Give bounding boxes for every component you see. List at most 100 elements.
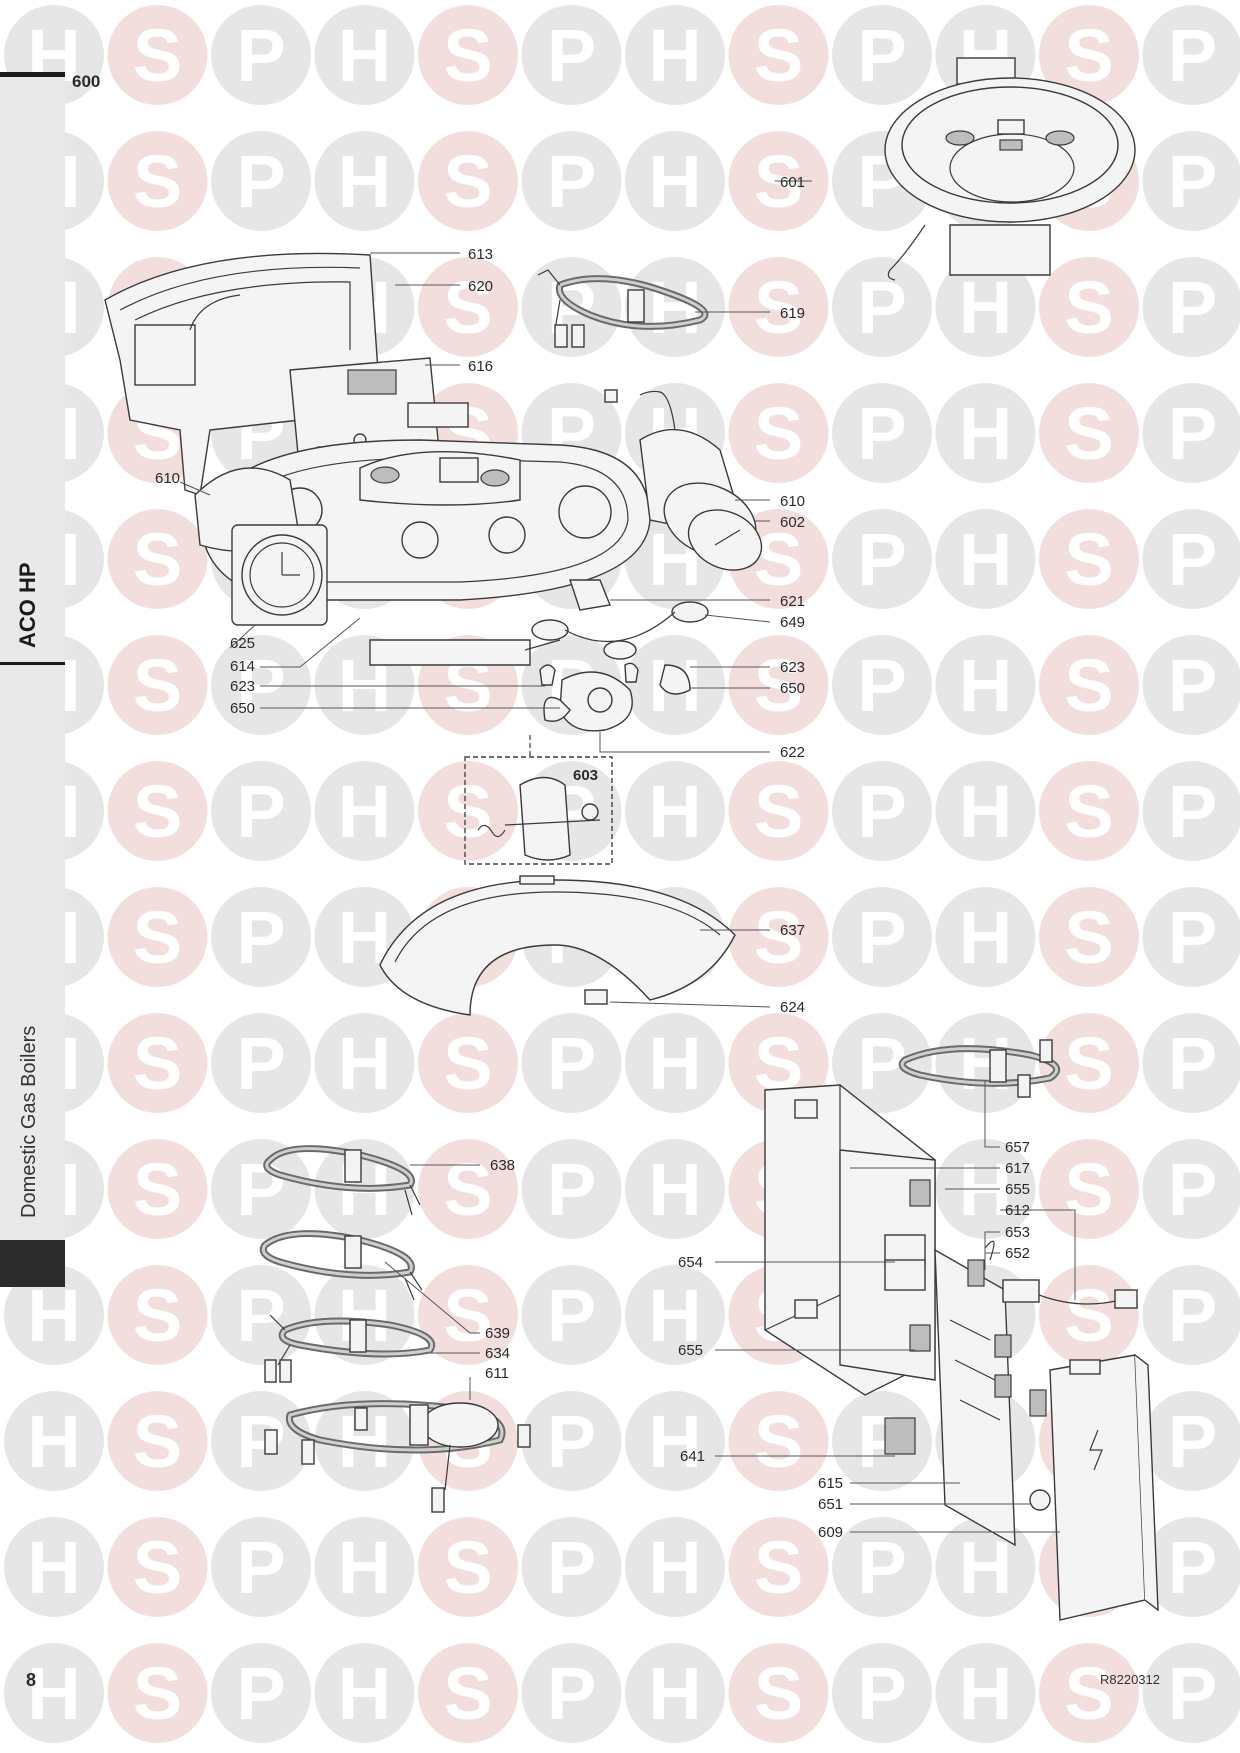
svg-text:S: S — [754, 1400, 803, 1483]
callout-655-lower: 655 — [678, 1342, 703, 1359]
svg-text:S: S — [133, 1274, 182, 1357]
callout-614: 614 — [230, 658, 255, 675]
svg-text:P: P — [857, 392, 906, 475]
watermark-logo: S — [1039, 509, 1139, 609]
watermark-logo: S — [1039, 257, 1139, 357]
callout-609: 609 — [818, 1524, 843, 1541]
callout-624: 624 — [780, 999, 805, 1016]
watermark-logo: P — [1142, 761, 1240, 861]
wiring-harness-611 — [264, 1400, 531, 1513]
callout-637: 637 — [780, 922, 805, 939]
svg-text:P: P — [1168, 770, 1217, 853]
callout-623-right: 623 — [780, 659, 805, 676]
watermark-logo: S — [107, 1643, 208, 1743]
watermark-logo: S — [728, 887, 829, 987]
watermark-logo: S — [418, 1013, 518, 1113]
leader-lines — [179, 180, 1076, 1533]
svg-text:P: P — [547, 1274, 596, 1357]
svg-text:P: P — [236, 1022, 285, 1105]
watermark-logo: P — [832, 383, 932, 483]
watermark-logo: S — [1039, 383, 1139, 483]
callout-625: 625 — [230, 635, 255, 652]
svg-text:H: H — [959, 1652, 1012, 1735]
watermark-logo: P — [521, 131, 622, 231]
svg-text:P: P — [236, 140, 285, 223]
watermark-logo: S — [107, 761, 208, 861]
svg-text:P: P — [1168, 1652, 1217, 1735]
watermark-logo: S — [107, 1265, 208, 1365]
svg-text:H: H — [338, 1022, 391, 1105]
svg-text:H: H — [648, 14, 701, 97]
svg-text:S: S — [133, 770, 182, 853]
watermark-logo: S — [728, 635, 829, 735]
callout-622: 622 — [780, 744, 805, 761]
svg-text:P: P — [547, 1400, 596, 1483]
watermark-logo: P — [1142, 1643, 1240, 1743]
svg-text:P: P — [1168, 644, 1217, 727]
watermark-logo: S — [418, 131, 518, 231]
watermark-logo: S — [107, 509, 208, 609]
watermark-logo: S — [107, 1517, 208, 1617]
svg-text:H: H — [338, 1526, 391, 1609]
watermark-logo: P — [832, 761, 932, 861]
watermark-logo: H — [625, 761, 725, 861]
cable-634 — [264, 1314, 436, 1383]
watermark-logo: S — [107, 887, 208, 987]
svg-text:P: P — [1168, 1148, 1217, 1231]
watermark-logo: P — [521, 1013, 622, 1113]
callout-616: 616 — [468, 358, 493, 375]
callout-619: 619 — [780, 305, 805, 322]
callout-617: 617 — [1005, 1160, 1030, 1177]
watermark-logo: P — [211, 1643, 311, 1743]
svg-text:S: S — [133, 140, 182, 223]
svg-text:S: S — [1064, 1652, 1113, 1735]
watermark-logo: H — [935, 1643, 1036, 1743]
watermark-logo: H — [4, 1643, 104, 1743]
watermark-logo: H — [625, 1643, 725, 1743]
callout-623-left: 623 — [230, 678, 255, 695]
watermark-logo: S — [1039, 1139, 1139, 1239]
watermark-logo: P — [211, 1517, 311, 1617]
watermark-logo: S — [107, 635, 208, 735]
watermark-logo: H — [935, 383, 1036, 483]
watermark-logo: H — [4, 1517, 104, 1617]
callout-601: 601 — [780, 174, 805, 191]
svg-text:S: S — [133, 1526, 182, 1609]
svg-text:P: P — [236, 770, 285, 853]
svg-text:S: S — [1064, 392, 1113, 475]
cable-638 — [263, 1145, 421, 1216]
svg-text:S: S — [133, 14, 182, 97]
watermark-logo: H — [625, 1013, 725, 1113]
svg-text:H: H — [27, 1526, 80, 1609]
watermark-logo: S — [728, 1517, 829, 1617]
callout-653: 653 — [1005, 1224, 1030, 1241]
gauge-625 — [194, 467, 328, 626]
svg-text:P: P — [857, 266, 906, 349]
svg-text:P: P — [857, 518, 906, 601]
watermark-logo: H — [4, 1391, 104, 1491]
category-label: Domestic Gas Boilers — [18, 1025, 40, 1218]
svg-text:S: S — [443, 1526, 492, 1609]
sidebar-top-rule — [0, 72, 65, 77]
svg-text:S: S — [1064, 1022, 1113, 1105]
cable-657 — [898, 1039, 1061, 1098]
watermark-logo: P — [211, 131, 311, 231]
svg-text:P: P — [1168, 140, 1217, 223]
svg-text:S: S — [1064, 896, 1113, 979]
svg-text:S: S — [443, 266, 492, 349]
watermark-logo: S — [107, 1139, 208, 1239]
svg-text:H: H — [648, 1274, 701, 1357]
watermark-logo: H — [4, 1265, 104, 1365]
watermark-logo: H — [314, 5, 415, 105]
callout-615: 615 — [818, 1475, 843, 1492]
callout-610-right: 610 — [780, 493, 805, 510]
svg-text:H: H — [959, 770, 1012, 853]
svg-text:H: H — [27, 1400, 80, 1483]
svg-text:P: P — [1168, 518, 1217, 601]
watermark-logo: P — [521, 1517, 622, 1617]
callout-613: 613 — [468, 246, 493, 263]
svg-text:S: S — [133, 1022, 182, 1105]
svg-text:H: H — [27, 1274, 80, 1357]
watermark-logo: H — [625, 131, 725, 231]
watermark-logo: H — [625, 1139, 725, 1239]
